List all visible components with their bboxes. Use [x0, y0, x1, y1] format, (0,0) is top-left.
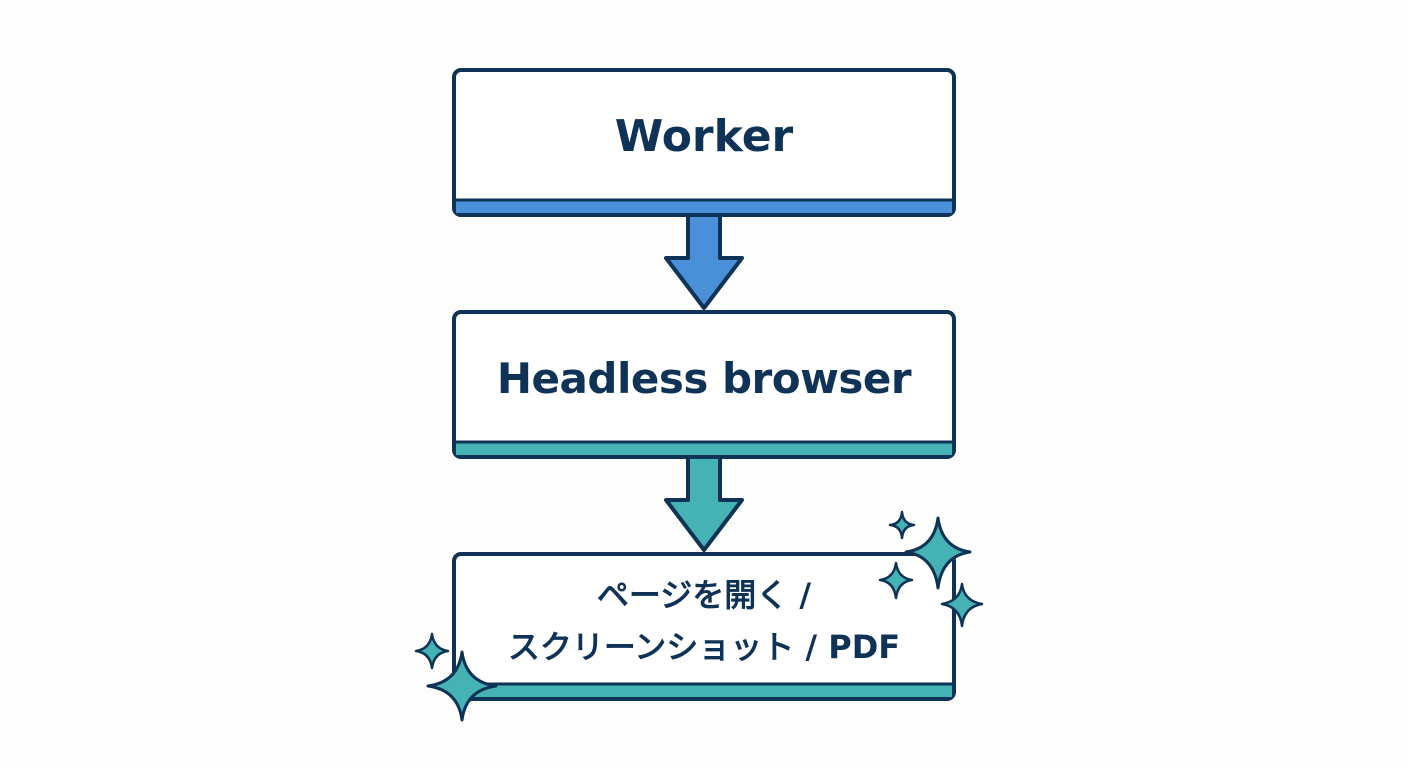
- sparkle-icon: [878, 561, 914, 600]
- worker-label-text: Worker: [614, 110, 794, 162]
- output-label-line-1: ページを開く /: [596, 576, 812, 614]
- sparkle-icon: [904, 516, 972, 590]
- sparkle-icon: [888, 510, 916, 540]
- sparkle-icon: [426, 650, 498, 722]
- arrow-down-icon: [664, 213, 744, 310]
- headless-browser-label: Headless browser: [456, 314, 952, 442]
- worker-box-accent-bar: [456, 200, 952, 213]
- output-label-line-2: スクリーンショット / PDF: [507, 628, 901, 666]
- output-box-accent-bar: [456, 684, 952, 697]
- sparkle-icon: [414, 632, 450, 670]
- worker-label: Worker: [456, 72, 952, 200]
- worker-box: [452, 68, 956, 217]
- output-box: [452, 552, 956, 701]
- output-label: ページを開く / スクリーンショット / PDF: [456, 556, 952, 686]
- sparkle-icon: [940, 582, 984, 628]
- headless-browser-label-text: Headless browser: [496, 353, 912, 403]
- headless-browser-box-accent-bar: [456, 442, 952, 455]
- arrow-down-icon: [664, 455, 744, 552]
